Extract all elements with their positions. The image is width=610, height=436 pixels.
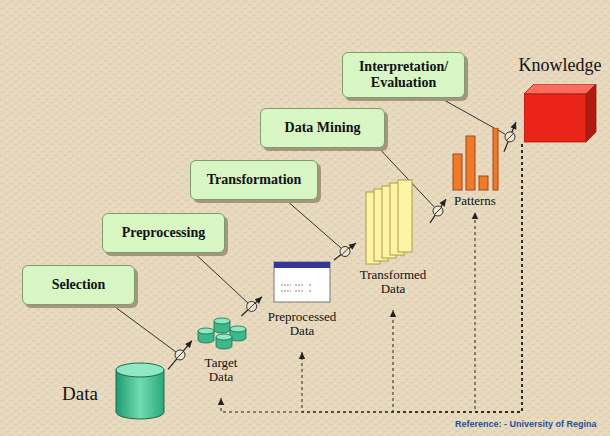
data-stage: Target Data xyxy=(192,316,250,398)
step-name: Selection xyxy=(29,277,128,293)
stack-icon xyxy=(364,176,414,266)
stage-label: Data xyxy=(62,384,168,405)
step-callout: Selection xyxy=(22,265,135,305)
cube-icon xyxy=(524,84,597,143)
step-marker xyxy=(433,206,443,216)
leader-line xyxy=(286,200,341,248)
cyl-icon xyxy=(114,361,166,421)
flow-arrow xyxy=(168,341,192,370)
step-marker xyxy=(340,247,350,257)
arrow-head xyxy=(510,122,516,130)
step-name: Transformation xyxy=(197,172,311,188)
step-callout: Data Mining xyxy=(260,108,385,148)
step-name: Preprocessing xyxy=(109,225,218,241)
leader-line xyxy=(194,253,248,303)
win-icon xyxy=(273,261,331,304)
arrow-head xyxy=(185,341,192,348)
arrow-head xyxy=(299,352,305,359)
flow-arrow xyxy=(504,122,516,152)
data-stage: Patterns xyxy=(446,126,504,212)
data-stage: Transformed Data xyxy=(356,176,430,310)
stage-label: Knowledge xyxy=(516,56,604,76)
step-marker-slash xyxy=(434,207,442,215)
step-callout: Transformation xyxy=(190,160,318,200)
step-marker-slash xyxy=(506,133,514,141)
step-marker xyxy=(247,301,257,311)
flow-arrow xyxy=(334,243,356,260)
leader-line xyxy=(112,305,176,352)
stage-label: Preprocessed Data xyxy=(262,310,342,339)
step-marker-slash xyxy=(176,351,184,359)
step-name: Data Mining xyxy=(267,120,378,136)
reference-note: Reference: - University of Regina xyxy=(455,419,597,429)
bars-icon xyxy=(449,128,501,191)
flow-arrow xyxy=(430,199,446,223)
data-stage: Preprocessed Data xyxy=(262,260,342,352)
arrow-head xyxy=(218,398,224,405)
tcyl-icon xyxy=(194,316,248,352)
data-stage: Data xyxy=(62,360,168,422)
stage-label: Patterns xyxy=(446,194,504,208)
stage-label: Target Data xyxy=(192,356,250,385)
step-name: Interpretation/ Evaluation xyxy=(349,59,458,91)
step-marker-slash xyxy=(341,248,349,256)
step-marker xyxy=(175,350,185,360)
arrow-head xyxy=(472,212,478,219)
step-marker xyxy=(505,132,515,142)
arrow-head xyxy=(390,310,396,317)
step-callout: Interpretation/ Evaluation xyxy=(342,52,465,98)
stage-label: Transformed Data xyxy=(356,268,430,297)
data-stage: Knowledge xyxy=(516,56,604,144)
step-callout: Preprocessing xyxy=(102,213,225,253)
arrow-head xyxy=(439,199,446,207)
feedback-arrow xyxy=(302,144,522,412)
step-marker-slash xyxy=(248,302,256,310)
